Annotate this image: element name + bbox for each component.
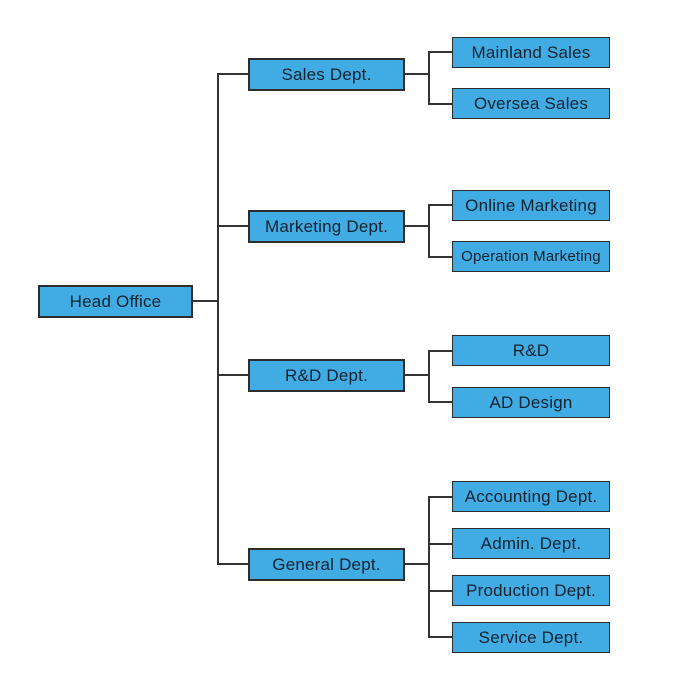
connector-to-mainland-sales bbox=[429, 51, 452, 53]
connector-to-oversea-sales bbox=[429, 103, 452, 105]
connector-to-service-dept bbox=[429, 636, 452, 638]
node-rnd-dept: R&D Dept. bbox=[248, 359, 405, 392]
connector-trunk-to-sales bbox=[218, 73, 248, 75]
node-production-dept: Production Dept. bbox=[452, 575, 610, 606]
connector-trunk-to-general bbox=[218, 563, 248, 565]
node-ad-design: AD Design bbox=[452, 387, 610, 418]
node-admin-dept: Admin. Dept. bbox=[452, 528, 610, 559]
node-service-dept: Service Dept. bbox=[452, 622, 610, 653]
connector-sales-out bbox=[405, 73, 430, 75]
connector-to-rnd bbox=[429, 350, 452, 352]
connector-to-ad-design bbox=[429, 401, 452, 403]
connector-trunk-to-rnd bbox=[218, 374, 248, 376]
connector-to-production-dept bbox=[429, 590, 452, 592]
connector-sales-bracket bbox=[428, 51, 430, 105]
node-operation-marketing: Operation Marketing bbox=[452, 241, 610, 272]
connector-rnd-bracket bbox=[428, 350, 430, 403]
connector-to-operation-marketing bbox=[429, 256, 452, 258]
node-head-office: Head Office bbox=[38, 285, 193, 318]
node-accounting-dept: Accounting Dept. bbox=[452, 481, 610, 512]
connector-head-to-trunk bbox=[193, 300, 218, 302]
node-online-marketing: Online Marketing bbox=[452, 190, 610, 221]
connector-marketing-out bbox=[405, 225, 430, 227]
node-marketing-dept: Marketing Dept. bbox=[248, 210, 405, 243]
connector-general-bracket bbox=[428, 496, 430, 638]
connector-rnd-out bbox=[405, 374, 430, 376]
node-general-dept: General Dept. bbox=[248, 548, 405, 581]
connector-to-online-marketing bbox=[429, 204, 452, 206]
node-mainland-sales: Mainland Sales bbox=[452, 37, 610, 68]
node-sales-dept: Sales Dept. bbox=[248, 58, 405, 91]
node-oversea-sales: Oversea Sales bbox=[452, 88, 610, 119]
connector-trunk-to-marketing bbox=[218, 225, 248, 227]
connector-to-accounting-dept bbox=[429, 496, 452, 498]
connector-general-out bbox=[405, 563, 430, 565]
connector-trunk-vertical bbox=[217, 73, 219, 565]
connector-marketing-bracket bbox=[428, 204, 430, 258]
connector-to-admin-dept bbox=[429, 543, 452, 545]
node-rnd: R&D bbox=[452, 335, 610, 366]
